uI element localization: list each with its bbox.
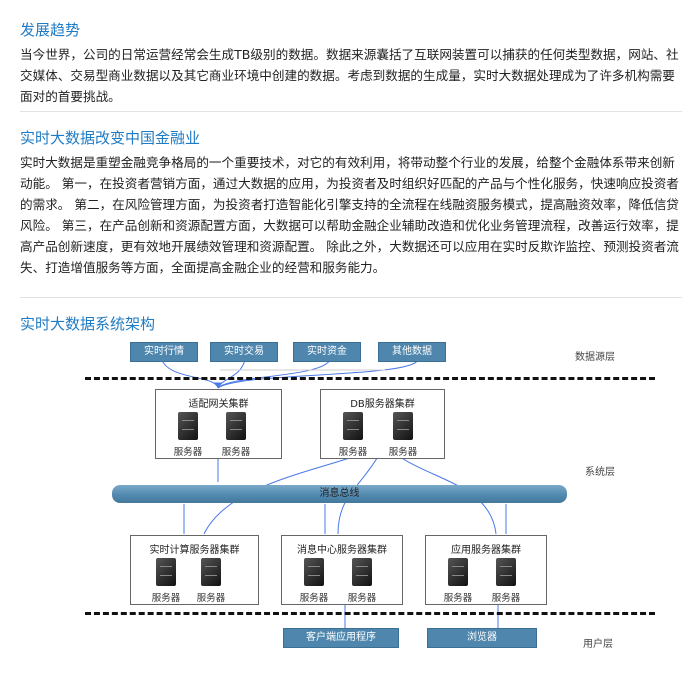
server-icon xyxy=(448,558,468,586)
source-realtime-funds: 实时资金 xyxy=(293,342,361,362)
server-label: 服务器 xyxy=(491,593,521,604)
server: 服务器 xyxy=(168,412,208,458)
cluster-gateway: 适配网关集群 服务器 服务器 xyxy=(155,389,282,459)
server-label: 服务器 xyxy=(388,447,418,458)
cluster-application: 应用服务器集群 服务器 服务器 xyxy=(425,535,547,605)
source-realtime-trades: 实时交易 xyxy=(210,342,278,362)
layer-divider xyxy=(85,612,655,615)
server-label: 服务器 xyxy=(443,593,473,604)
server-icon xyxy=(352,558,372,586)
divider xyxy=(20,111,682,112)
server-icon xyxy=(393,412,413,440)
server: 服务器 xyxy=(333,412,373,458)
section-title: 实时大数据系统架构 xyxy=(20,315,156,333)
server: 服务器 xyxy=(438,558,478,604)
server: 服务器 xyxy=(342,558,382,604)
divider xyxy=(20,297,682,298)
server-label: 服务器 xyxy=(299,593,329,604)
cluster-title: 应用服务器集群 xyxy=(451,545,521,556)
cluster-message-center: 消息中心服务器集群 服务器 服务器 xyxy=(281,535,403,605)
server: 服务器 xyxy=(486,558,526,604)
server-icon xyxy=(178,412,198,440)
layer-divider xyxy=(85,377,655,380)
cluster-db: DB服务器集群 服务器 服务器 xyxy=(320,389,445,459)
server: 服务器 xyxy=(191,558,231,604)
server-label: 服务器 xyxy=(221,447,251,458)
section-finance: 实时大数据改变中国金融业 实时大数据是重塑金融竞争格局的一个重要技术，对它的有效… xyxy=(20,128,682,278)
cluster-title: 适配网关集群 xyxy=(188,399,249,410)
server: 服务器 xyxy=(383,412,423,458)
server-icon xyxy=(156,558,176,586)
layer-label-user: 用户层 xyxy=(583,639,613,650)
section-architecture: 实时大数据系统架构 xyxy=(20,314,682,334)
section-trend: 发展趋势 当今世界，公司的日常运营经常会生成TB级别的数据。数据来源囊括了互联网… xyxy=(20,20,682,107)
cluster-realtime-compute: 实时计算服务器集群 服务器 服务器 xyxy=(130,535,259,605)
layer-label-system: 系统层 xyxy=(585,467,615,478)
section-title: 发展趋势 xyxy=(20,21,81,39)
architecture-diagram: 实时行情 实时交易 实时资金 其他数据 数据源层 系统层 用户层 适配网关集群 … xyxy=(0,330,700,700)
cluster-title: 实时计算服务器集群 xyxy=(149,545,240,556)
server-icon xyxy=(226,412,246,440)
server-label: 服务器 xyxy=(173,447,203,458)
section-body: 当今世界，公司的日常运营经常会生成TB级别的数据。数据来源囊括了互联网装置可以捕… xyxy=(20,47,679,104)
server-label: 服务器 xyxy=(338,447,368,458)
server: 服务器 xyxy=(216,412,256,458)
layer-label-data-source: 数据源层 xyxy=(575,352,615,363)
client-application: 客户端应用程序 xyxy=(283,628,399,648)
server-icon xyxy=(201,558,221,586)
server: 服务器 xyxy=(146,558,186,604)
source-realtime-quotes: 实时行情 xyxy=(130,342,198,362)
server-label: 服务器 xyxy=(196,593,226,604)
server-label: 服务器 xyxy=(347,593,377,604)
server: 服务器 xyxy=(294,558,334,604)
section-body: 实时大数据是重塑金融竞争格局的一个重要技术，对它的有效利用，将带动整个行业的发展… xyxy=(20,155,679,275)
source-other-data: 其他数据 xyxy=(378,342,446,362)
section-title: 实时大数据改变中国金融业 xyxy=(20,129,201,147)
server-icon xyxy=(343,412,363,440)
client-browser: 浏览器 xyxy=(427,628,537,648)
server-icon xyxy=(304,558,324,586)
message-bus: 消息总线 xyxy=(112,485,567,503)
server-icon xyxy=(496,558,516,586)
cluster-title: 消息中心服务器集群 xyxy=(297,545,387,556)
cluster-title: DB服务器集群 xyxy=(350,399,415,410)
server-label: 服务器 xyxy=(151,593,181,604)
